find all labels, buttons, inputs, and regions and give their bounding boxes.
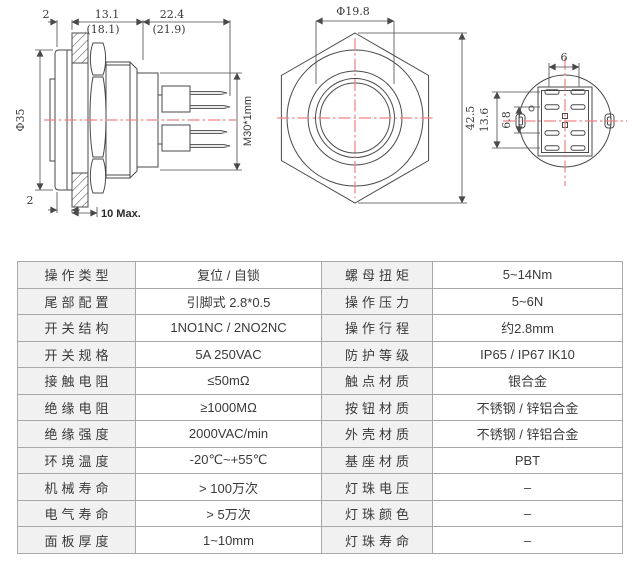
spec-label: 绝缘强度 [17, 420, 136, 448]
spec-label: 绝缘电阻 [17, 393, 136, 422]
spec-value: -20℃~+55℃ [135, 446, 322, 475]
spec-value: 5~6N [432, 287, 623, 316]
centerlines-front [277, 38, 433, 198]
spec-table: 操作类型 复位 / 自锁 螺母扭矩 5~14Nm 尾部配置 引脚式 2.8*0.… [17, 261, 623, 554]
terminal-block-lower [161, 124, 191, 152]
dim-label-21-9: (21.9) [152, 23, 185, 36]
table-row: 环境温度 -20℃~+55℃ 基座材质 PBT [17, 446, 623, 475]
dim-label-10max: 10 Max. [101, 208, 141, 220]
table-row: 电气寿命 > 5万次 灯珠颜色 – [17, 499, 623, 528]
dim-label-phi19-8: Φ19.8 [336, 5, 370, 18]
dim-label-phi35: Φ35 [14, 108, 27, 131]
table-row: 绝缘强度 2000VAC/min 外壳材质 不锈钢 / 锌铝合金 [17, 420, 623, 448]
table-row: 开关结构 1NO1NC / 2NO2NC 操作行程 约2.8mm [17, 314, 623, 342]
spec-label: 操作类型 [17, 261, 136, 289]
spec-value: 不锈钢 / 锌铝合金 [432, 393, 623, 422]
terminal-pins [189, 91, 231, 148]
hex-nut-profile [89, 42, 107, 194]
spec-label: 灯珠颜色 [321, 499, 433, 528]
dim-label-13-1: 13.1 [95, 8, 120, 21]
dim-label-6-8: 6.8 [500, 111, 513, 129]
table-row: 面板厚度 1~10mm 灯珠寿命 – [17, 526, 623, 554]
spec-label: 电气寿命 [17, 499, 136, 528]
dim-label-42-5: 42.5 [464, 106, 477, 131]
spec-value: – [432, 499, 623, 528]
spec-label: 开关结构 [17, 314, 136, 342]
spec-value: > 100万次 [135, 473, 322, 501]
panel-hatch-top [71, 32, 89, 64]
spec-label: 防护等级 [321, 340, 433, 369]
dim-label-m30: M30*1mm [242, 96, 254, 146]
table-row: 接触电阻 ≤50mΩ 触点材质 银合金 [17, 367, 623, 395]
spec-label: 接触电阻 [17, 367, 136, 395]
spec-value: IP65 / IP67 IK10 [432, 340, 623, 369]
spec-label: 按钮材质 [321, 393, 433, 422]
spec-value: 1NO1NC / 2NO2NC [135, 314, 322, 342]
dim-label-2-top: 2 [43, 8, 50, 21]
spec-value: PBT [432, 446, 623, 475]
spec-value: 约2.8mm [432, 314, 623, 342]
locating-hole [528, 105, 535, 112]
table-row: 尾部配置 引脚式 2.8*0.5 操作压力 5~6N [17, 287, 623, 316]
spec-value: 不锈钢 / 锌铝合金 [432, 420, 623, 448]
spec-label: 操作压力 [321, 287, 433, 316]
dim-label-2-bottom: 2 [27, 194, 34, 207]
spec-value: 银合金 [432, 367, 623, 395]
spec-value: ≤50mΩ [135, 367, 322, 395]
terminal-block-upper [161, 85, 191, 113]
spec-value: 5~14Nm [432, 261, 623, 289]
spec-label: 面板厚度 [17, 526, 136, 554]
rear-view-dimensions [492, 63, 580, 149]
dim-label-22-4: 22.4 [160, 8, 185, 21]
spec-value: 2000VAC/min [135, 420, 322, 448]
technical-drawing: 2 13.1 (18.1) 22.4 (21.9) Φ35 2 10 Max. … [14, 5, 627, 220]
dim-label-18-1: (18.1) [86, 23, 119, 36]
table-row: 开关规格 5A 250VAC 防护等级 IP65 / IP67 IK10 [17, 340, 623, 369]
centerlines-rear [503, 58, 627, 186]
spec-label: 环境温度 [17, 446, 136, 475]
spec-label: 灯珠寿命 [321, 526, 433, 554]
spec-label: 基座材质 [321, 446, 433, 475]
spec-value: 复位 / 自锁 [135, 261, 322, 289]
spec-label: 操作行程 [321, 314, 433, 342]
spec-value: 引脚式 2.8*0.5 [135, 287, 322, 316]
spec-label: 开关规格 [17, 340, 136, 369]
side-view-drawing: 2 13.1 (18.1) 22.4 (21.9) Φ35 2 10 Max. … [14, 8, 254, 220]
table-row: 操作类型 复位 / 自锁 螺母扭矩 5~14Nm [17, 261, 623, 289]
hex-nut-front [280, 32, 430, 204]
spec-value: – [432, 526, 623, 554]
spec-value: 5A 250VAC [135, 340, 322, 369]
spec-label: 触点材质 [321, 367, 433, 395]
spec-label: 螺母扭矩 [321, 261, 433, 289]
front-view-dimensions [315, 17, 467, 204]
spec-label: 灯珠电压 [321, 473, 433, 501]
head-flange-profile [54, 49, 68, 191]
spec-label: 外壳材质 [321, 420, 433, 448]
spec-table-grid: 操作类型 复位 / 自锁 螺母扭矩 5~14Nm 尾部配置 引脚式 2.8*0.… [17, 261, 623, 554]
rear-view-drawing: 6 13.6 6.8 [478, 51, 627, 186]
spec-value: ≥1000MΩ [135, 393, 322, 422]
table-row: 绝缘电阻 ≥1000MΩ 按钮材质 不锈钢 / 锌铝合金 [17, 393, 623, 422]
table-row: 机械寿命 > 100万次 灯珠电压 – [17, 473, 623, 501]
spec-label: 机械寿命 [17, 473, 136, 501]
panel-hatch-bottom [71, 172, 89, 208]
spec-value: – [432, 473, 623, 501]
spec-value: 1~10mm [135, 526, 322, 554]
dim-label-13-6: 13.6 [478, 108, 491, 133]
front-view-drawing: Φ19.8 42.5 [277, 5, 477, 204]
switch-body-profile [105, 61, 159, 179]
side-view-dimensions [35, 18, 242, 217]
spec-label: 尾部配置 [17, 287, 136, 316]
spec-value: > 5万次 [135, 499, 322, 528]
dim-label-6: 6 [561, 51, 568, 64]
